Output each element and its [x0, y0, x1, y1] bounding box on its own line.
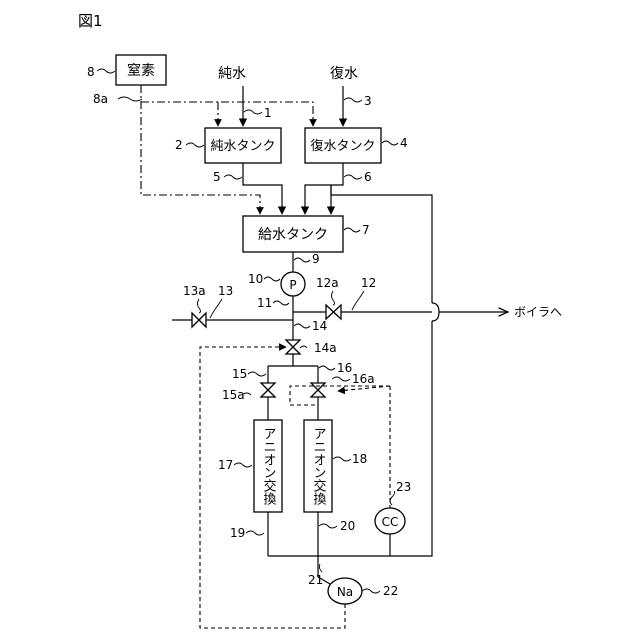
- figure-title: 図1: [78, 12, 103, 30]
- nitrogen-line-to-recovered: [141, 102, 313, 126]
- ref-4-leader: [382, 141, 398, 145]
- valve-16a: [311, 383, 325, 397]
- ref-7-leader: [344, 228, 360, 232]
- recovered-water-source: 復水: [330, 65, 358, 82]
- ref-8: 8: [87, 65, 95, 79]
- valve-13a: [192, 313, 206, 327]
- ref-3: 3: [364, 94, 372, 108]
- ref-23: 23: [396, 480, 411, 494]
- ref-21-leader: [319, 564, 322, 572]
- ref-14-leader: [294, 324, 310, 328]
- ref-13a: 13a: [183, 284, 206, 298]
- ref-19-leader: [246, 531, 264, 535]
- ref-22: 22: [383, 584, 398, 598]
- pure-water-source: 純水: [218, 66, 246, 82]
- ref-10: 10: [248, 272, 263, 286]
- ref-8a: 8a: [93, 92, 108, 106]
- ref-23-leader: [390, 491, 395, 505]
- nitrogen-label: 窒素: [127, 62, 155, 79]
- na-label: Na: [337, 585, 353, 599]
- ref-16a-leader: [332, 377, 350, 381]
- ref-2: 2: [175, 138, 183, 152]
- ref-18: 18: [352, 452, 367, 466]
- ref-6-leader: [344, 175, 362, 179]
- ref-4: 4: [400, 136, 408, 150]
- ref-12a-leader: [332, 291, 335, 305]
- ref-16-leader: [319, 366, 335, 370]
- ref-14a: 14a: [314, 341, 337, 355]
- ref-5: 5: [213, 170, 221, 184]
- ref-20-leader: [319, 524, 337, 528]
- ref-19: 19: [230, 526, 245, 540]
- ref-15-leader: [248, 372, 266, 376]
- valve-14a: [286, 340, 300, 354]
- ref-15: 15: [232, 367, 247, 381]
- return-line-upper: [331, 185, 432, 303]
- pump-label: P: [289, 278, 296, 292]
- ref-18-leader: [333, 457, 351, 461]
- ref-15a: 15a: [222, 388, 245, 402]
- ref-2-leader: [186, 143, 204, 147]
- valve-12a: [326, 305, 341, 319]
- ref-9: 9: [312, 252, 320, 266]
- ref-21: 21: [308, 573, 323, 587]
- ref-13-leader: [210, 299, 222, 318]
- anion-column-18-label: アニオン交換: [311, 427, 327, 506]
- ref-13: 13: [218, 284, 233, 298]
- ref-7: 7: [362, 223, 370, 237]
- cc-label: CC: [382, 515, 399, 529]
- ref-17: 17: [218, 458, 233, 472]
- anion-column-17-label: アニオン交換: [261, 427, 277, 506]
- ref-12: 12: [361, 276, 376, 290]
- ref-16: 16: [337, 361, 352, 375]
- ref-12-leader: [352, 291, 364, 310]
- ref-1-leader: [244, 110, 262, 114]
- ref-13a-leader: [198, 299, 201, 313]
- ref-14: 14: [312, 319, 327, 333]
- pure-water-tank-label: 純水タンク: [210, 139, 275, 154]
- ref-16a: 16a: [352, 372, 375, 386]
- ref-9-leader: [294, 258, 310, 262]
- ref-14a-leader: [300, 346, 307, 348]
- ref-11: 11: [257, 296, 272, 310]
- cc-to-valve-16a: [290, 386, 390, 405]
- feed-water-tank-label: 給水タンク: [258, 227, 328, 243]
- recovered-water-tank-label: 復水タンク: [310, 138, 375, 154]
- ref-1: 1: [264, 106, 272, 120]
- line-5: [243, 163, 282, 214]
- line-6: [305, 163, 343, 214]
- ref-22-leader: [362, 589, 380, 593]
- ref-6: 6: [364, 170, 372, 184]
- crossover-bump: [432, 303, 439, 321]
- ref-5-leader: [224, 175, 242, 179]
- ref-10-leader: [264, 277, 280, 281]
- ref-20: 20: [340, 519, 355, 533]
- outlet-label: ボイラへ: [514, 305, 562, 319]
- ref-17-leader: [234, 463, 252, 467]
- cc-arrow-16a: [338, 386, 390, 391]
- ref-12a: 12a: [316, 276, 339, 290]
- ref-11-leader: [273, 301, 289, 305]
- valve-15a: [261, 383, 275, 397]
- ref-3-leader: [344, 98, 362, 102]
- ref-8-leader: [97, 69, 115, 73]
- ref-8a-leader: [118, 97, 142, 101]
